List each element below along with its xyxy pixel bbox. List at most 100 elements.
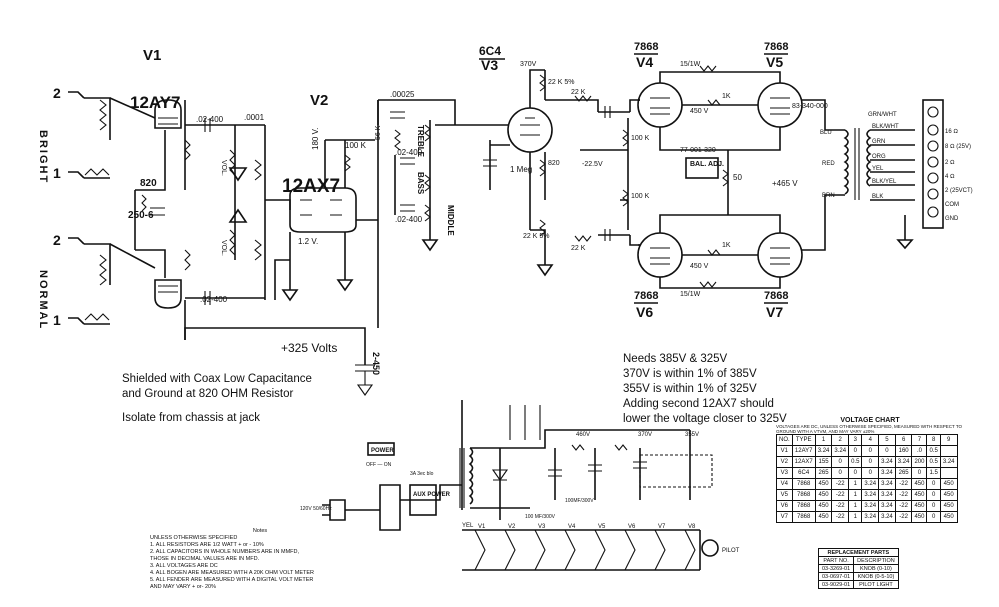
- shield-note-line-1: Shielded with Coax Low Capacitance: [122, 373, 312, 385]
- ot-lead-blu: BLU: [820, 130, 832, 136]
- r-50-label: 50: [733, 173, 742, 182]
- middle-label: MIDDLE: [446, 205, 455, 236]
- tube-ref-underlines: [634, 53, 788, 304]
- table-cell: 450: [939, 489, 958, 501]
- table-cell: 1.5: [926, 467, 941, 479]
- tap-2: ORG: [872, 154, 886, 160]
- table-cell: 1: [848, 489, 863, 501]
- table-cell: -22: [894, 511, 913, 523]
- cap-2-450-label: 2-450: [371, 352, 381, 375]
- v1-tube-bottom: [154, 279, 182, 309]
- power-off-on: OFF — ON: [366, 462, 392, 468]
- voltage-chart-subtitle: VOLTAGES ARE DC, UNLESS OTHERWISE SPECIF…: [776, 424, 963, 434]
- tap-4: BLK/YEL: [872, 179, 897, 185]
- power-switch-box[interactable]: [367, 442, 395, 456]
- input-bright-2: 2: [53, 85, 61, 101]
- r-820-label: 820: [140, 178, 157, 189]
- table-cell: V4: [776, 478, 793, 490]
- power-supply: [459, 400, 713, 520]
- table-cell: -22: [894, 500, 913, 512]
- table-cell: 1: [848, 500, 863, 512]
- table-cell: -22: [894, 489, 913, 501]
- table-cell: 6C4: [791, 467, 816, 479]
- table-cell: 3.24: [861, 478, 880, 490]
- v5-ref: V5: [766, 54, 783, 70]
- table-cell: 0.5: [926, 445, 941, 457]
- table-cell: 0: [926, 489, 941, 501]
- table-cell: -22: [831, 511, 850, 523]
- v2-ref: V2: [310, 92, 328, 109]
- mains-label: 120V 50/60Hz: [300, 506, 332, 512]
- voltage-note: Needs 385V & 325V 370V is within 1% of 3…: [623, 352, 787, 427]
- r-56k-label: 56 K: [375, 125, 382, 140]
- ps-370v: 370V: [638, 432, 652, 438]
- table-cell: .0: [911, 445, 928, 457]
- v4-ref: V4: [636, 54, 653, 70]
- normal-channel-label: NORMAL: [37, 270, 49, 330]
- ps-cap2: 100 MF/300V: [525, 514, 556, 520]
- heater-v1: V1: [478, 524, 486, 530]
- bal-adj-box[interactable]: [685, 157, 719, 179]
- ps-355v: 355V: [685, 432, 699, 438]
- table-cell: V6: [776, 500, 793, 512]
- b-plus-325-rail: [184, 327, 366, 365]
- table-cell: 3: [848, 434, 863, 446]
- v4-tube: [637, 82, 683, 128]
- v7-type: 7868: [764, 290, 788, 302]
- table-cell: 0: [861, 445, 880, 457]
- r-1k-b-label: 1K: [722, 242, 731, 249]
- table-cell: 3.24: [878, 500, 896, 512]
- table-cell: V2: [776, 456, 793, 468]
- shield-note: Shielded with Coax Low Capacitance and G…: [122, 372, 312, 426]
- notes-line-6: 5. ALL FENDER ARE MEASURED WITH A DIGITA…: [150, 577, 314, 583]
- table-cell: V7: [776, 511, 793, 523]
- heater-v5: V5: [598, 524, 606, 530]
- table-cell: [939, 445, 958, 457]
- table-cell: 3.24: [861, 500, 880, 512]
- table-cell: PART NO.: [817, 556, 855, 565]
- table-cell: 450: [911, 500, 928, 512]
- v6-type: 7868: [634, 290, 658, 302]
- r-22k-b-label: 22 K: [571, 245, 586, 252]
- input-normal-2: 2: [53, 232, 61, 248]
- r-22k-a-label: 22 K: [571, 89, 586, 96]
- table-cell: 450: [911, 489, 928, 501]
- table-cell: 3.24: [831, 445, 850, 457]
- heater-yel: YEL: [462, 523, 474, 529]
- table-cell: V3: [776, 467, 793, 479]
- table-cell: 12AX7: [791, 456, 816, 468]
- tap-label-2: 2 Ω: [945, 160, 955, 166]
- r-15w-a-label: 15/1W: [680, 61, 701, 68]
- heater-v7: V7: [658, 524, 666, 530]
- table-cell: 7: [911, 434, 928, 446]
- isolate-note: Isolate from chassis at jack: [122, 412, 261, 424]
- table-cell: 265: [814, 467, 833, 479]
- r-15w-b-label: 15/1W: [680, 291, 701, 298]
- treble-label: TREBLE: [416, 125, 425, 158]
- v7-tube: [757, 232, 803, 278]
- table-header-row: PART NO.DESCRIPTION: [817, 556, 899, 565]
- table-cell: 3.24: [861, 489, 880, 501]
- voltage-note-line-1: Needs 385V & 325V: [623, 353, 728, 365]
- tap-label-6: GND: [945, 216, 959, 222]
- tap-5: BLK: [872, 194, 883, 200]
- r-22k-v3b-label: 22 K 5%: [523, 233, 549, 240]
- table-cell: 1: [848, 511, 863, 523]
- output-transformer: [843, 128, 915, 250]
- table-cell: 450: [911, 511, 928, 523]
- v3-plate-voltage: 370V: [520, 61, 537, 68]
- notes-line-2: 2. ALL CAPACITORS IN WHOLE NUMBERS ARE I…: [150, 549, 300, 555]
- b-plus-325-label: +325 Volts: [281, 341, 337, 355]
- table-cell: 0: [861, 467, 880, 479]
- table-cell: 0: [848, 445, 863, 457]
- table-cell: 1: [814, 434, 833, 446]
